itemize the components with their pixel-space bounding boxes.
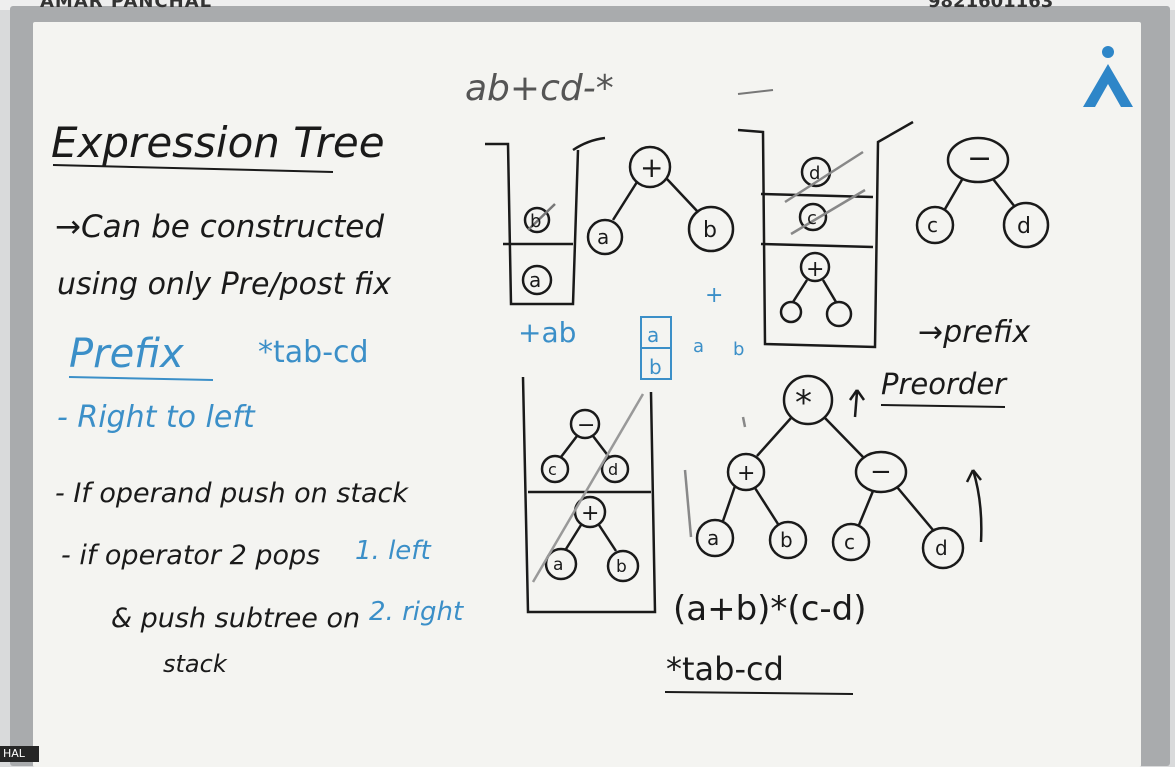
final-leaf-b: b — [780, 528, 793, 552]
stack3-node-plus: + — [581, 501, 599, 526]
prefix-result-underline — [664, 691, 854, 695]
final-node-plus: + — [737, 461, 755, 486]
scratch-box-bottom: b — [649, 355, 662, 379]
stack3-node-minus: − — [577, 413, 595, 438]
presenter-name: AMAR PANCHAL — [40, 0, 213, 12]
tree-plus-right: b — [703, 218, 717, 243]
scratch-box-top: a — [647, 323, 659, 347]
note-line2: using only Pre/post fix — [57, 267, 391, 302]
tree-plus-label: + — [640, 151, 663, 184]
stack1-node-a: a — [529, 268, 541, 292]
final-leaf-d: d — [935, 536, 948, 560]
presenter-number: 9821601163 — [928, 0, 1054, 12]
scratch-b: b — [733, 339, 744, 360]
prefix-result: *tab-cd — [666, 650, 784, 688]
pop-right: 2. right — [369, 597, 464, 627]
stack2-node-plus: + — [806, 257, 824, 282]
whiteboard-drawing: Expression Tree →Can be constructed usin… — [51, 46, 1133, 695]
tree-minus-label: − — [967, 141, 992, 176]
scratch-plus-ab: +ab — [518, 316, 576, 349]
stack3-node-d: d — [608, 460, 618, 479]
whiteboard: Expression Tree →Can be constructed usin… — [33, 22, 1141, 767]
stack-3 — [521, 376, 657, 614]
stack3-node-b: b — [616, 557, 627, 577]
infix-expression: (a+b)*(c-d) — [673, 589, 867, 629]
rule-operand: - If operand push on stack — [55, 478, 409, 509]
final-node-minus: − — [870, 457, 892, 487]
tree-plus-ab — [572, 136, 735, 256]
final-tree — [683, 374, 983, 570]
top-strip — [0, 0, 1175, 10]
rule-push-subtree: & push subtree on — [111, 603, 360, 634]
scratch-box — [640, 316, 672, 380]
pop-left: 1. left — [355, 536, 431, 566]
rule-right-to-left: - Right to left — [57, 400, 256, 435]
stack2-node-d: d — [809, 163, 820, 184]
board-title: Expression Tree — [51, 118, 385, 167]
prefix-expression: *tab-cd — [258, 335, 369, 370]
scratch-plus: + — [705, 283, 723, 308]
prefix-arrow-note: →prefix — [918, 315, 1030, 350]
prefix-underline — [68, 376, 214, 381]
stack-1 — [485, 142, 580, 306]
title-underline — [52, 164, 334, 173]
stack3-node-c: c — [548, 460, 557, 479]
stack2-node-c: c — [807, 208, 817, 229]
logo-icon — [1083, 46, 1133, 107]
scratch-a: a — [693, 336, 704, 357]
postfix-scrawl: ab+cd-* — [465, 68, 614, 109]
tree-minus-left: c — [927, 213, 938, 237]
final-leaf-a: a — [707, 526, 719, 550]
preorder-underline — [880, 404, 1006, 408]
stack3-node-a: a — [553, 555, 563, 575]
prefix-heading: Prefix — [69, 331, 184, 377]
tree-plus-left: a — [597, 225, 609, 249]
tree-minus-right: d — [1017, 214, 1031, 239]
final-root-times: * — [795, 383, 812, 423]
rule-stack: stack — [163, 650, 228, 678]
preorder-note: Preorder — [881, 367, 1008, 401]
stack-2 — [737, 120, 914, 349]
scrawl-dash — [737, 89, 774, 95]
stack1-node-b: b — [530, 211, 541, 232]
tree-minus-cd — [915, 136, 1050, 249]
speaker-caption: HAL — [0, 746, 39, 762]
final-leaf-c: c — [844, 530, 855, 554]
note-line1: →Can be constructed — [55, 209, 384, 245]
rule-operator: - if operator 2 pops — [61, 540, 320, 571]
